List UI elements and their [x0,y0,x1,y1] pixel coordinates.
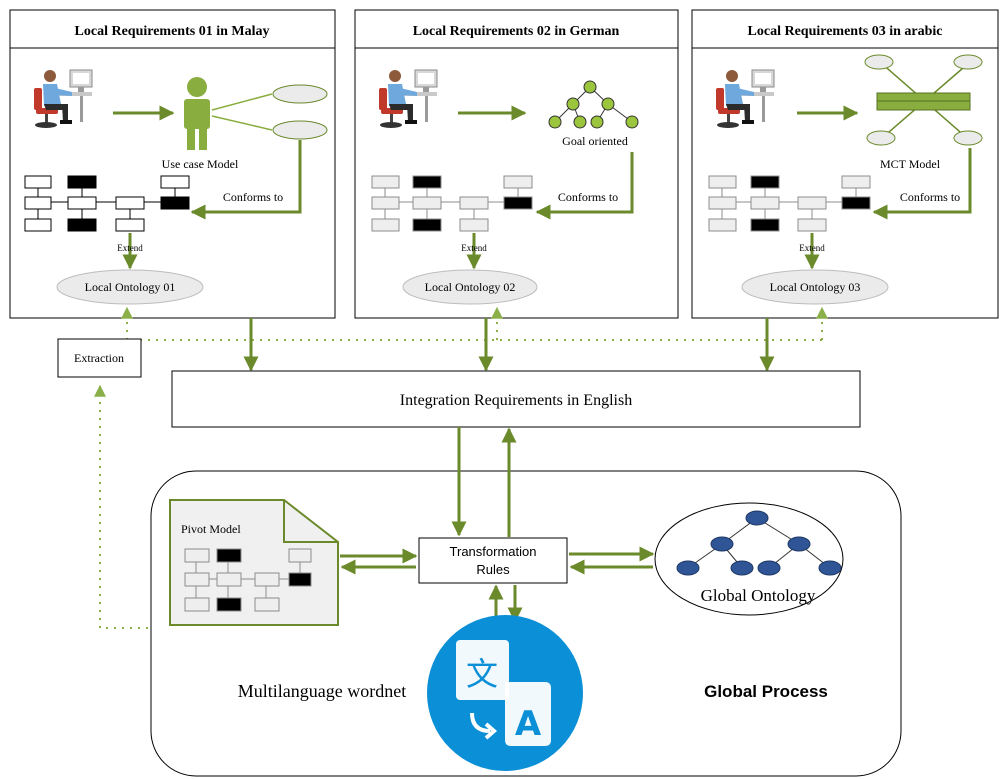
panel-1-model-label: Use case Model [162,157,239,171]
panel-2: Local Requirements 02 in German Goal ori… [354,9,679,319]
translate-icon: 文 A [427,615,583,771]
panel-3-conforms-label: Conforms to [900,190,960,204]
person-icon [184,77,210,150]
panel-1-title: Local Requirements 01 in Malay [75,24,270,39]
transformation-label-line2: Rules [476,562,510,577]
local-ontology-3 [741,269,889,305]
class-diagram [371,175,533,232]
local-ontology-1 [56,269,204,305]
panel-3-frame [691,9,999,319]
extraction-feedback-lines [94,306,828,629]
transformation-rules-box: Transformation Rules [418,537,568,584]
panel-3-extend-label: Extend [799,243,825,253]
integration-label: Integration Requirements in English [400,392,632,409]
integration-box: Integration Requirements in English [171,370,861,428]
extraction-label: Extraction [74,351,124,365]
global-ontology-label: Global Ontology [701,586,816,605]
panel-2-title: Local Requirements 02 in German [413,24,620,39]
use-case-ellipse [272,120,328,140]
local-ontology-2 [402,269,538,305]
global-ontology: Global Ontology [654,502,844,616]
transformation-label-line1: Transformation [450,544,537,559]
panel-3-ontology-label: Local Ontology 03 [770,280,861,294]
panel-3-model-label: MCT Model [880,157,941,171]
panel-2-extend-label: Extend [461,243,487,253]
global-process-label: Global Process [704,682,828,701]
panel-1-frame [9,9,336,319]
svg-text:A: A [515,704,542,744]
panel-2-conforms-label: Conforms to [558,190,618,204]
panel-1-ontology-label: Local Ontology 01 [85,280,176,294]
use-case-ellipse [272,84,328,104]
panel-2-model-label: Goal oriented [562,134,628,148]
panel-1-extend-label: Extend [117,243,143,253]
panel-2-ontology-label: Local Ontology 02 [425,280,516,294]
panel-2-frame [354,9,679,319]
class-diagram [24,175,190,232]
panel-1: Local Requirements 01 in Malay Use case … [9,9,336,319]
extraction-box: Extraction [57,338,142,378]
class-diagram [708,175,871,232]
mct-icon [864,54,983,146]
class-diagram [184,548,312,612]
svg-text:文: 文 [466,655,498,693]
panel-1-conforms-label: Conforms to [223,190,283,204]
pivot-model: Pivot Model [169,499,339,626]
panel-3-title: Local Requirements 03 in arabic [748,24,943,39]
tree-icon [548,80,639,129]
pivot-model-label: Pivot Model [181,522,241,536]
wordnet-label: Multilanguage wordnet [238,681,406,701]
panel-3: Local Requirements 03 in arabic MCT Mode… [691,9,999,319]
